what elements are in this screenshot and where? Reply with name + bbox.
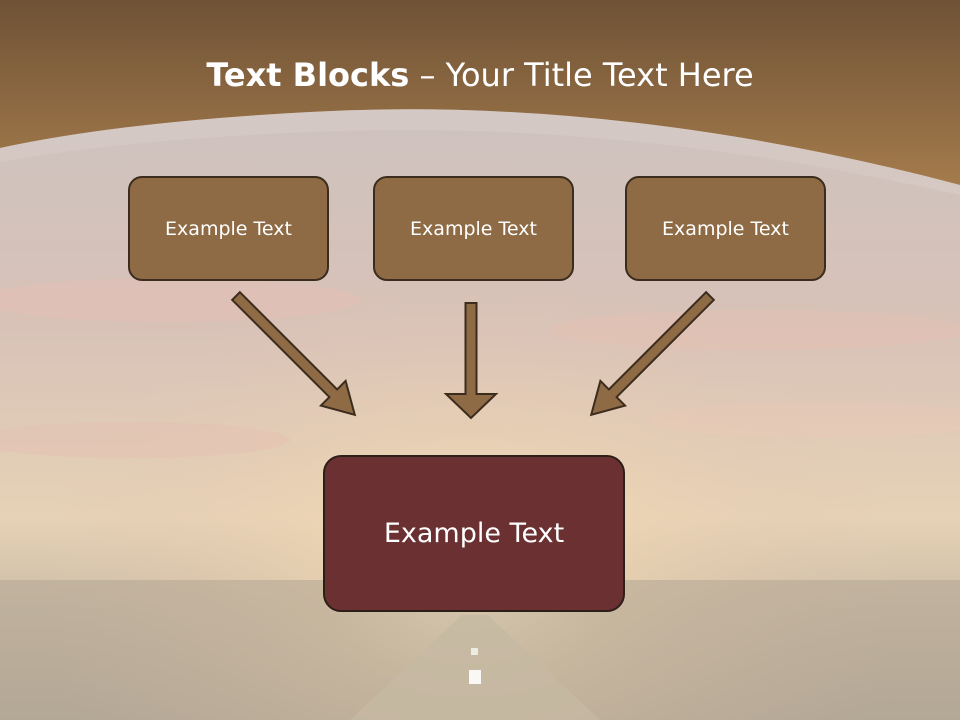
text-block-2[interactable]: Example Text	[373, 176, 574, 281]
title-bold: Text Blocks	[206, 56, 410, 94]
target-text-block[interactable]: Example Text	[323, 455, 625, 612]
target-text-block-label: Example Text	[383, 518, 565, 549]
text-block-3-label: Example Text	[662, 217, 789, 240]
text-block-1[interactable]: Example Text	[128, 176, 329, 281]
text-block-3[interactable]: Example Text	[625, 176, 826, 281]
text-block-2-label: Example Text	[410, 217, 537, 240]
title-rest: Your Title Text Here	[445, 56, 754, 94]
title-dash: –	[409, 56, 446, 94]
slide-title: Text Blocks – Your Title Text Here	[0, 52, 960, 98]
text-block-1-label: Example Text	[165, 217, 292, 240]
